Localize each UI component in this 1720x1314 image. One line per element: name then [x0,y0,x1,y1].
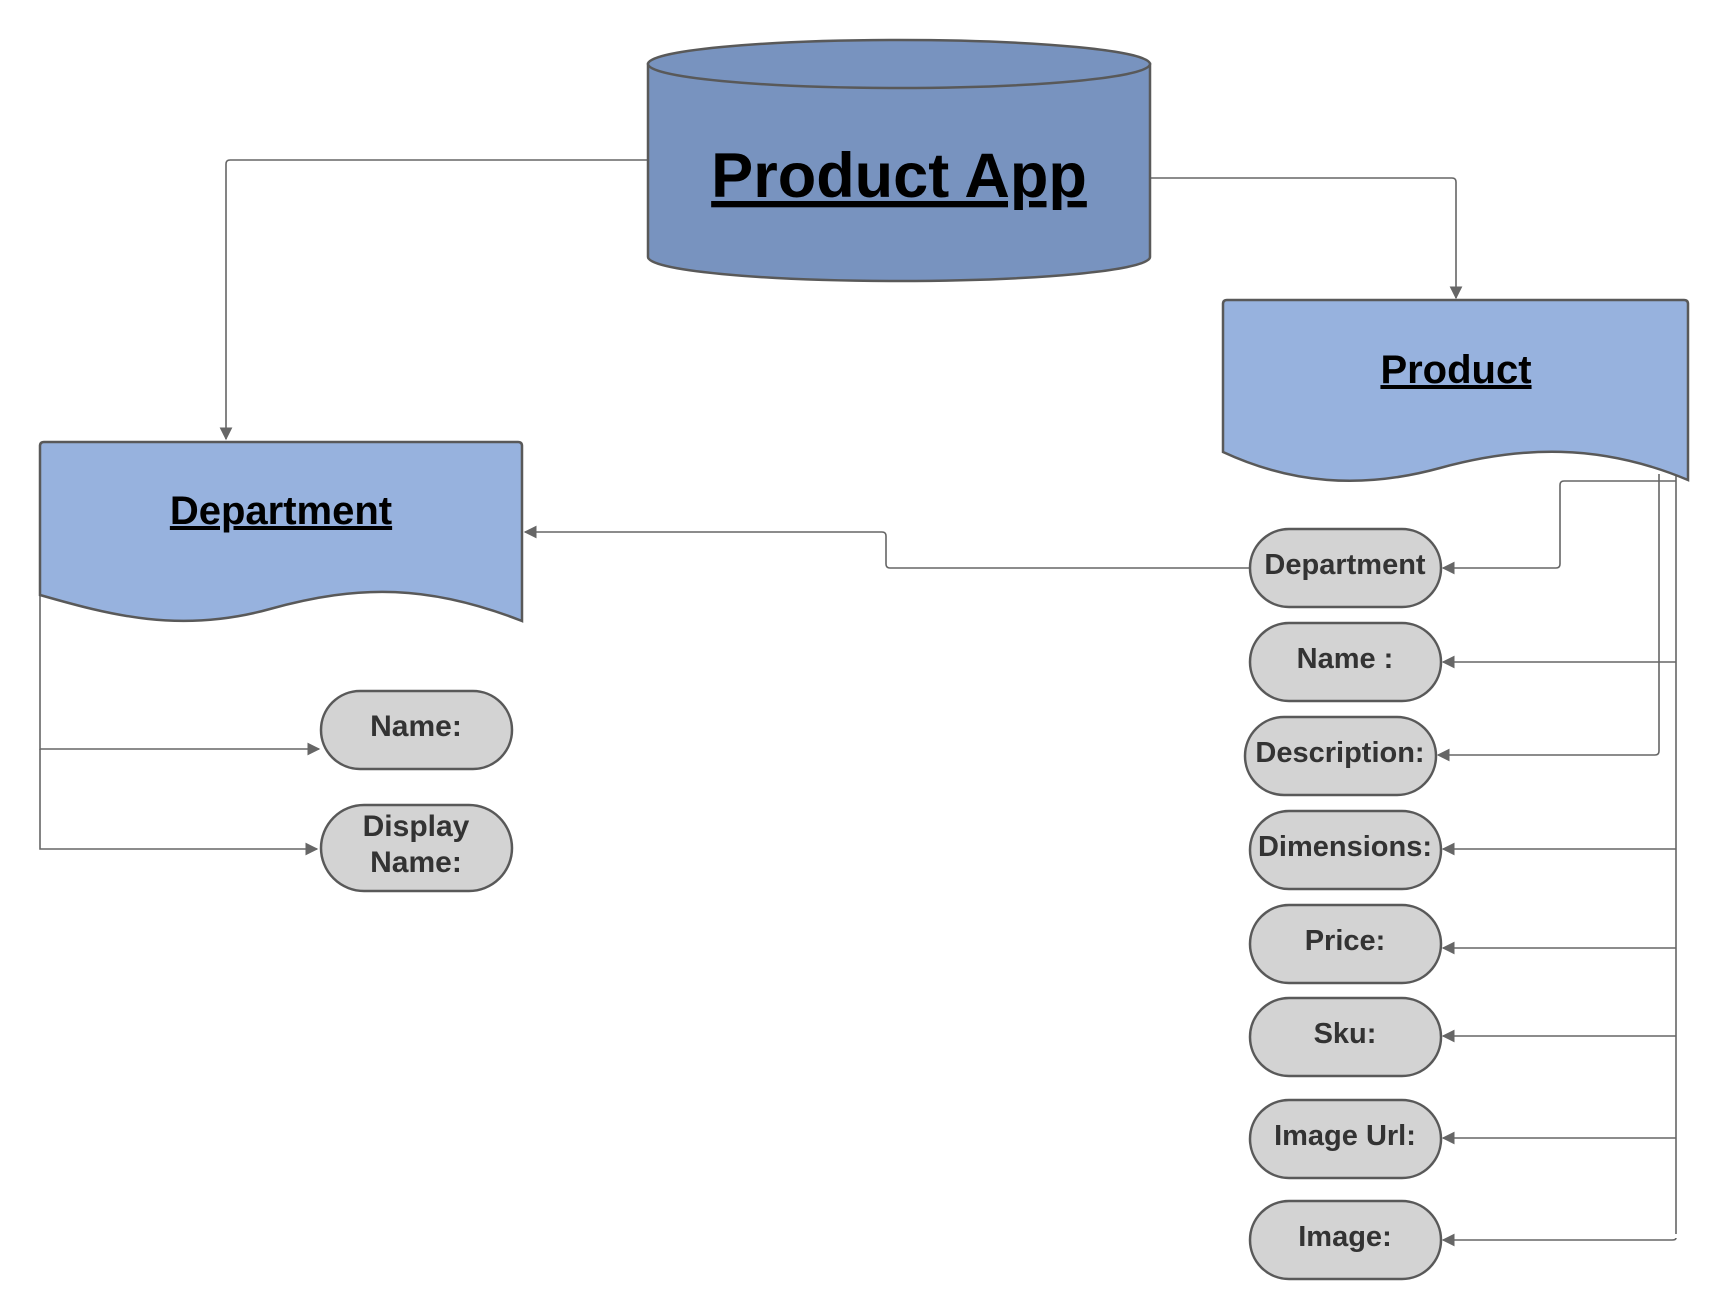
department-fields: Name: Display Name: [319,689,514,893]
field-label: Name: [370,710,462,743]
product-field-dimensions: Dimensions: [1248,809,1443,891]
department-entity: Department [38,440,524,623]
product-title: Product [1380,348,1531,392]
product-entity: Product [1221,298,1690,483]
department-field-display-name: Display Name: [319,803,514,893]
field-label: Department [1264,549,1425,581]
connectors [39,159,1677,1247]
field-label: Image Url: [1274,1120,1416,1152]
department-title: Department [170,489,392,533]
connector-product-to-department-field [1441,480,1676,575]
department-field-name: Name: [319,689,514,771]
product-field-price: Price: [1248,903,1443,985]
product-field-description: Description: [1243,715,1438,797]
field-label-line1: Display [363,810,470,843]
field-label-line2: Name: [370,846,462,879]
product-field-department: Department [1248,527,1443,609]
connector-app-to-product [1151,177,1463,300]
product-field-sku: Sku: [1248,996,1443,1078]
product-app-database: Product App [646,38,1152,283]
field-label: Price: [1305,925,1386,957]
field-label: Dimensions: [1258,831,1432,863]
field-label: Description: [1255,737,1424,769]
field-label: Image: [1298,1221,1391,1253]
product-field-image: Image: [1248,1199,1443,1281]
product-field-name: Name : [1248,621,1443,703]
field-label: Sku: [1314,1018,1377,1050]
connector-department-to-display-name [39,749,319,856]
connector-product-to-description [1436,474,1660,762]
product-fields: Department Name : Description: Dimension… [1243,527,1443,1281]
connector-product-to-image [1441,1233,1677,1247]
connector-department-field-to-department [523,525,1250,569]
connector-app-to-department [219,159,648,441]
product-field-image-url: Image Url: [1248,1098,1443,1180]
field-label: Name : [1297,643,1394,675]
product-app-title: Product App [711,141,1087,211]
